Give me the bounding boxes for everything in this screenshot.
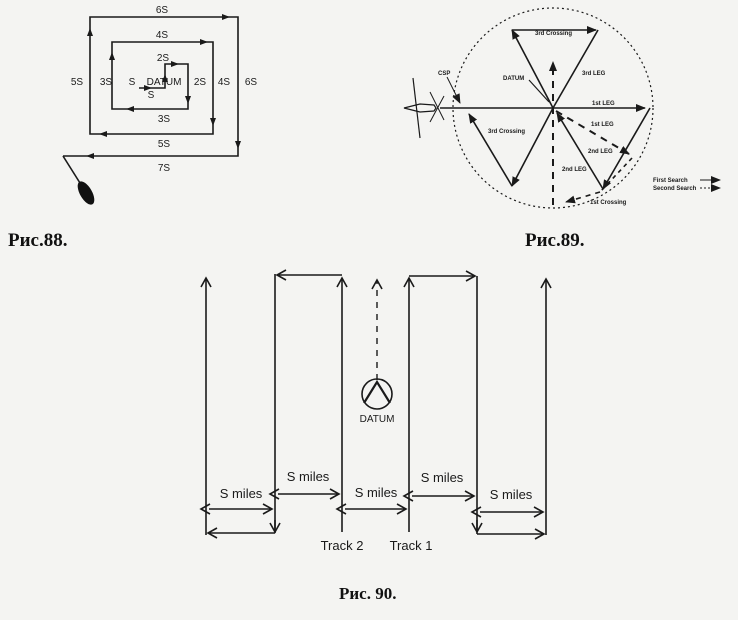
arrow-icon [162, 74, 168, 82]
fig88-label-2s: 2S [157, 53, 170, 64]
fig88-label-7s: 7S [158, 163, 171, 174]
fig88-label-4s-right: 4S [218, 77, 231, 88]
fig89-label-3rd-crossing-top: 3rd Crossing [535, 31, 572, 37]
arrow-icon [222, 14, 230, 20]
fig89-label-1st-crossing: 1st Crossing [590, 200, 627, 206]
arrow-icon [185, 96, 191, 104]
fig89-leg3-line [552, 29, 599, 109]
fig88-label-5s: 5S [71, 77, 84, 88]
fig89-label-2nd-leg-second: 2nd LEG [562, 167, 587, 173]
search-circle [452, 7, 654, 209]
fig89-label-datum: DATUM [503, 76, 524, 82]
arrow-icon [144, 85, 152, 91]
fig89-label-3rd-crossing-left: 3rd Crossing [488, 129, 525, 135]
fig89-label-csp: CSP [438, 71, 450, 77]
fig89-sector-search: 3rd Crossing 3rd LEG DATUM CSP 1st LEG 1… [403, 7, 721, 209]
fig89-datum-pointer [528, 79, 550, 103]
fig88-label-s-bottom: S [148, 90, 155, 101]
fig88-spiral-path [63, 16, 239, 157]
fig89-second-leg1 [555, 110, 630, 155]
fig90-spacing-label: S miles [287, 469, 330, 484]
ship-icon [77, 181, 95, 205]
arrow-icon [235, 141, 241, 149]
arrow-icon [109, 52, 115, 60]
arrow-icon [171, 61, 179, 67]
fig88-label-3s-bottom: 3S [158, 114, 171, 125]
fig89-label-1st-leg: 1st LEG [592, 101, 615, 107]
fig88-datum-label: DATUM [147, 77, 182, 88]
fig89-crossing3-left-line [468, 113, 513, 187]
fig88-label-5s-bottom: 5S [158, 139, 171, 150]
fig89-legend: First Search Second Search [653, 176, 721, 192]
fig88-label-6s: 6S [156, 5, 169, 16]
legend-second-search: Second Search [653, 186, 697, 192]
aircraft-icon [403, 77, 445, 139]
legend-first-search: First Search [653, 178, 688, 184]
fig90-spacing-label: S miles [355, 485, 398, 500]
fig89-leg3a-line [511, 29, 554, 109]
arrow-icon [99, 131, 107, 137]
fig89-leg2-line [556, 112, 604, 190]
arrow-icon [200, 39, 208, 45]
fig90-spacing-label: S miles [490, 487, 533, 502]
fig88-label-4s: 4S [156, 30, 169, 41]
arrow-icon [210, 118, 216, 126]
fig89-csp-pointer [446, 76, 461, 104]
fig89-label-2nd-leg: 2nd LEG [588, 149, 613, 155]
fig90-track1-label: Track 1 [390, 538, 433, 553]
fig88-label-2s-right: 2S [194, 77, 207, 88]
fig88-ship-track [62, 155, 81, 184]
fig90-datum-label: DATUM [360, 414, 395, 425]
fig88-label-6s-right: 6S [245, 77, 258, 88]
fig88-label-s: S [129, 77, 136, 88]
fig88-label-3s: 3S [100, 77, 113, 88]
fig90-track-search: DATUM S miles S miles S miles S miles S … [199, 269, 552, 553]
datum-icon [361, 378, 393, 410]
fig90-spacing-label: S miles [220, 486, 263, 501]
fig90-spacing-label: S miles [421, 470, 464, 485]
fig90-caption: Рис. 90. [339, 584, 397, 603]
fig89-caption: Рис.89. [525, 230, 585, 251]
fig88-caption: Рис.88. [8, 230, 68, 251]
arrow-icon [86, 153, 94, 159]
arrow-icon [87, 28, 93, 36]
fig88-expanding-square: 6S 4S 2S 5S 3S S DATUM 2S 4S 6S S 3S 5S … [62, 5, 258, 205]
arrow-icon [126, 106, 134, 112]
fig89-label-3rd-leg: 3rd LEG [582, 71, 606, 77]
fig89-leg2b-line [511, 107, 554, 187]
fig89-label-1st-leg-second: 1st LEG [591, 122, 614, 128]
fig90-track2-label: Track 2 [321, 538, 364, 553]
